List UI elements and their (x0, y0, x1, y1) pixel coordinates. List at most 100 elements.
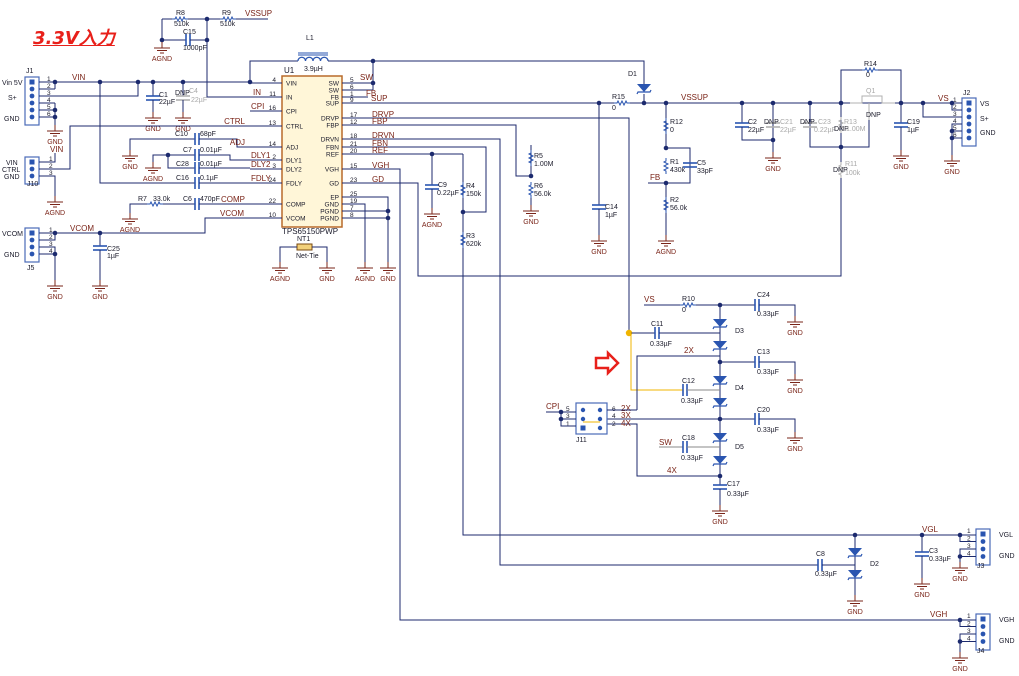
net-label-fb: FB (650, 173, 660, 182)
pin-dot (29, 166, 35, 172)
jumper-pin (597, 416, 603, 422)
j1-pin-number: 3 (47, 90, 51, 97)
u1-pin-name: DRVP (321, 116, 339, 123)
net-label-vs: VS (644, 295, 655, 304)
gnd-symbol (847, 595, 863, 607)
u1-pin-name: VGH (325, 167, 339, 174)
c13-value: 0.33µF (757, 369, 779, 376)
c12-value: 0.33µF (681, 398, 703, 405)
u1-pin-name: ADJ (286, 145, 298, 152)
wire (759, 304, 796, 316)
capacitor (803, 122, 817, 128)
pin-dot (29, 93, 35, 99)
net-label-vcom: VCOM (70, 224, 94, 233)
gnd-label: GND (712, 519, 728, 526)
agnd-symbol (658, 235, 674, 247)
j1-ref: J1 (26, 68, 34, 75)
capacitor (817, 559, 823, 571)
gnd-symbol (914, 578, 930, 590)
j1-pin-number: 5 (47, 104, 51, 111)
wire (328, 60, 645, 84)
r10-ref: R10 (682, 296, 695, 303)
r2-value: 56.0k (670, 205, 688, 212)
wire (951, 103, 962, 111)
resistor (837, 162, 845, 178)
diode-bar (712, 381, 728, 387)
resistor (614, 99, 630, 107)
j2-label: VS (980, 101, 990, 108)
u1-pin-number: 24 (269, 177, 277, 184)
c24-ref: C24 (757, 292, 770, 299)
c21-ref: C21 (780, 119, 793, 126)
j5-pin-number: 4 (49, 248, 53, 255)
u1-pin-name: FDLY (286, 181, 303, 188)
capacitor (194, 133, 200, 145)
resistor-zigzag (662, 118, 670, 134)
diode-triangle (713, 319, 727, 327)
net-label-3x: 3X (621, 411, 631, 420)
c23-value: 0.22µF (814, 127, 836, 134)
c28-ref: C28 (176, 161, 189, 168)
connector-j3 (975, 528, 991, 566)
jumper-pin (580, 407, 586, 413)
c7-ref: C7 (183, 147, 192, 154)
diode-bar (712, 403, 728, 409)
j4-pin-number: 1 (967, 613, 971, 620)
c12-ref: C12 (682, 378, 695, 385)
gnd-symbol (47, 280, 63, 292)
junction-dot (770, 137, 776, 143)
u1-pin-number: 10 (269, 212, 277, 219)
dnp-label: DNP (833, 167, 848, 174)
j11-pin-number: 5 (566, 406, 570, 413)
net-label-gd: GD (372, 175, 384, 184)
wire (39, 175, 56, 196)
net-label-dly1: DLY1 (251, 151, 271, 160)
resistor-zigzag (662, 197, 670, 213)
net-label-drvn: DRVN (372, 131, 395, 140)
u1-pin-name: IN (286, 95, 293, 102)
wire (199, 154, 250, 161)
q1-ref: Q1 (866, 88, 875, 95)
j5-label: GND (4, 252, 20, 259)
inductor-coil (304, 56, 314, 62)
junction-dot (52, 107, 58, 113)
wire (312, 246, 328, 262)
resistor-zigzag (220, 15, 236, 23)
j10-pin-number: 3 (49, 170, 53, 177)
j4-pin-number: 2 (967, 621, 971, 628)
pin1-square (29, 79, 35, 85)
u1-pin-number: 19 (350, 198, 358, 205)
gnd-symbol (175, 112, 191, 124)
j11-pin-number: 3 (566, 413, 570, 420)
j5-label: VCOM (2, 231, 23, 238)
diode-triangle (713, 456, 727, 464)
u1-pin-number: 18 (350, 133, 358, 140)
c10-ref: C10 (175, 131, 188, 138)
diode-d3 (712, 319, 728, 330)
j11-pin-number: 4 (612, 413, 616, 420)
junction-dot (949, 128, 955, 134)
d1-ref: D1 (628, 71, 637, 78)
wire (39, 82, 139, 97)
j3-pin-number: 1 (967, 528, 971, 535)
c1-value: 22µF (159, 99, 175, 106)
agnd-symbol (122, 213, 138, 225)
gnd-symbol (952, 652, 968, 664)
dnp-label: DNP (175, 90, 190, 97)
pin-dot (966, 135, 972, 141)
u1-pin-number: 16 (269, 105, 277, 112)
pin-dot (980, 554, 986, 559)
net-label-vin: VIN (50, 145, 64, 154)
u1-pin-name: SW (329, 88, 340, 95)
capacitor (915, 551, 929, 557)
u1-pin-number: 3 (272, 163, 276, 170)
r12-value: 0 (670, 127, 674, 134)
gnd-symbol (145, 112, 161, 124)
wire (741, 127, 773, 141)
resistor (837, 117, 845, 133)
gnd-symbol (893, 150, 909, 162)
r14-value: 0 (866, 72, 870, 79)
wire (342, 168, 960, 621)
c14-ref: C14 (605, 204, 618, 211)
